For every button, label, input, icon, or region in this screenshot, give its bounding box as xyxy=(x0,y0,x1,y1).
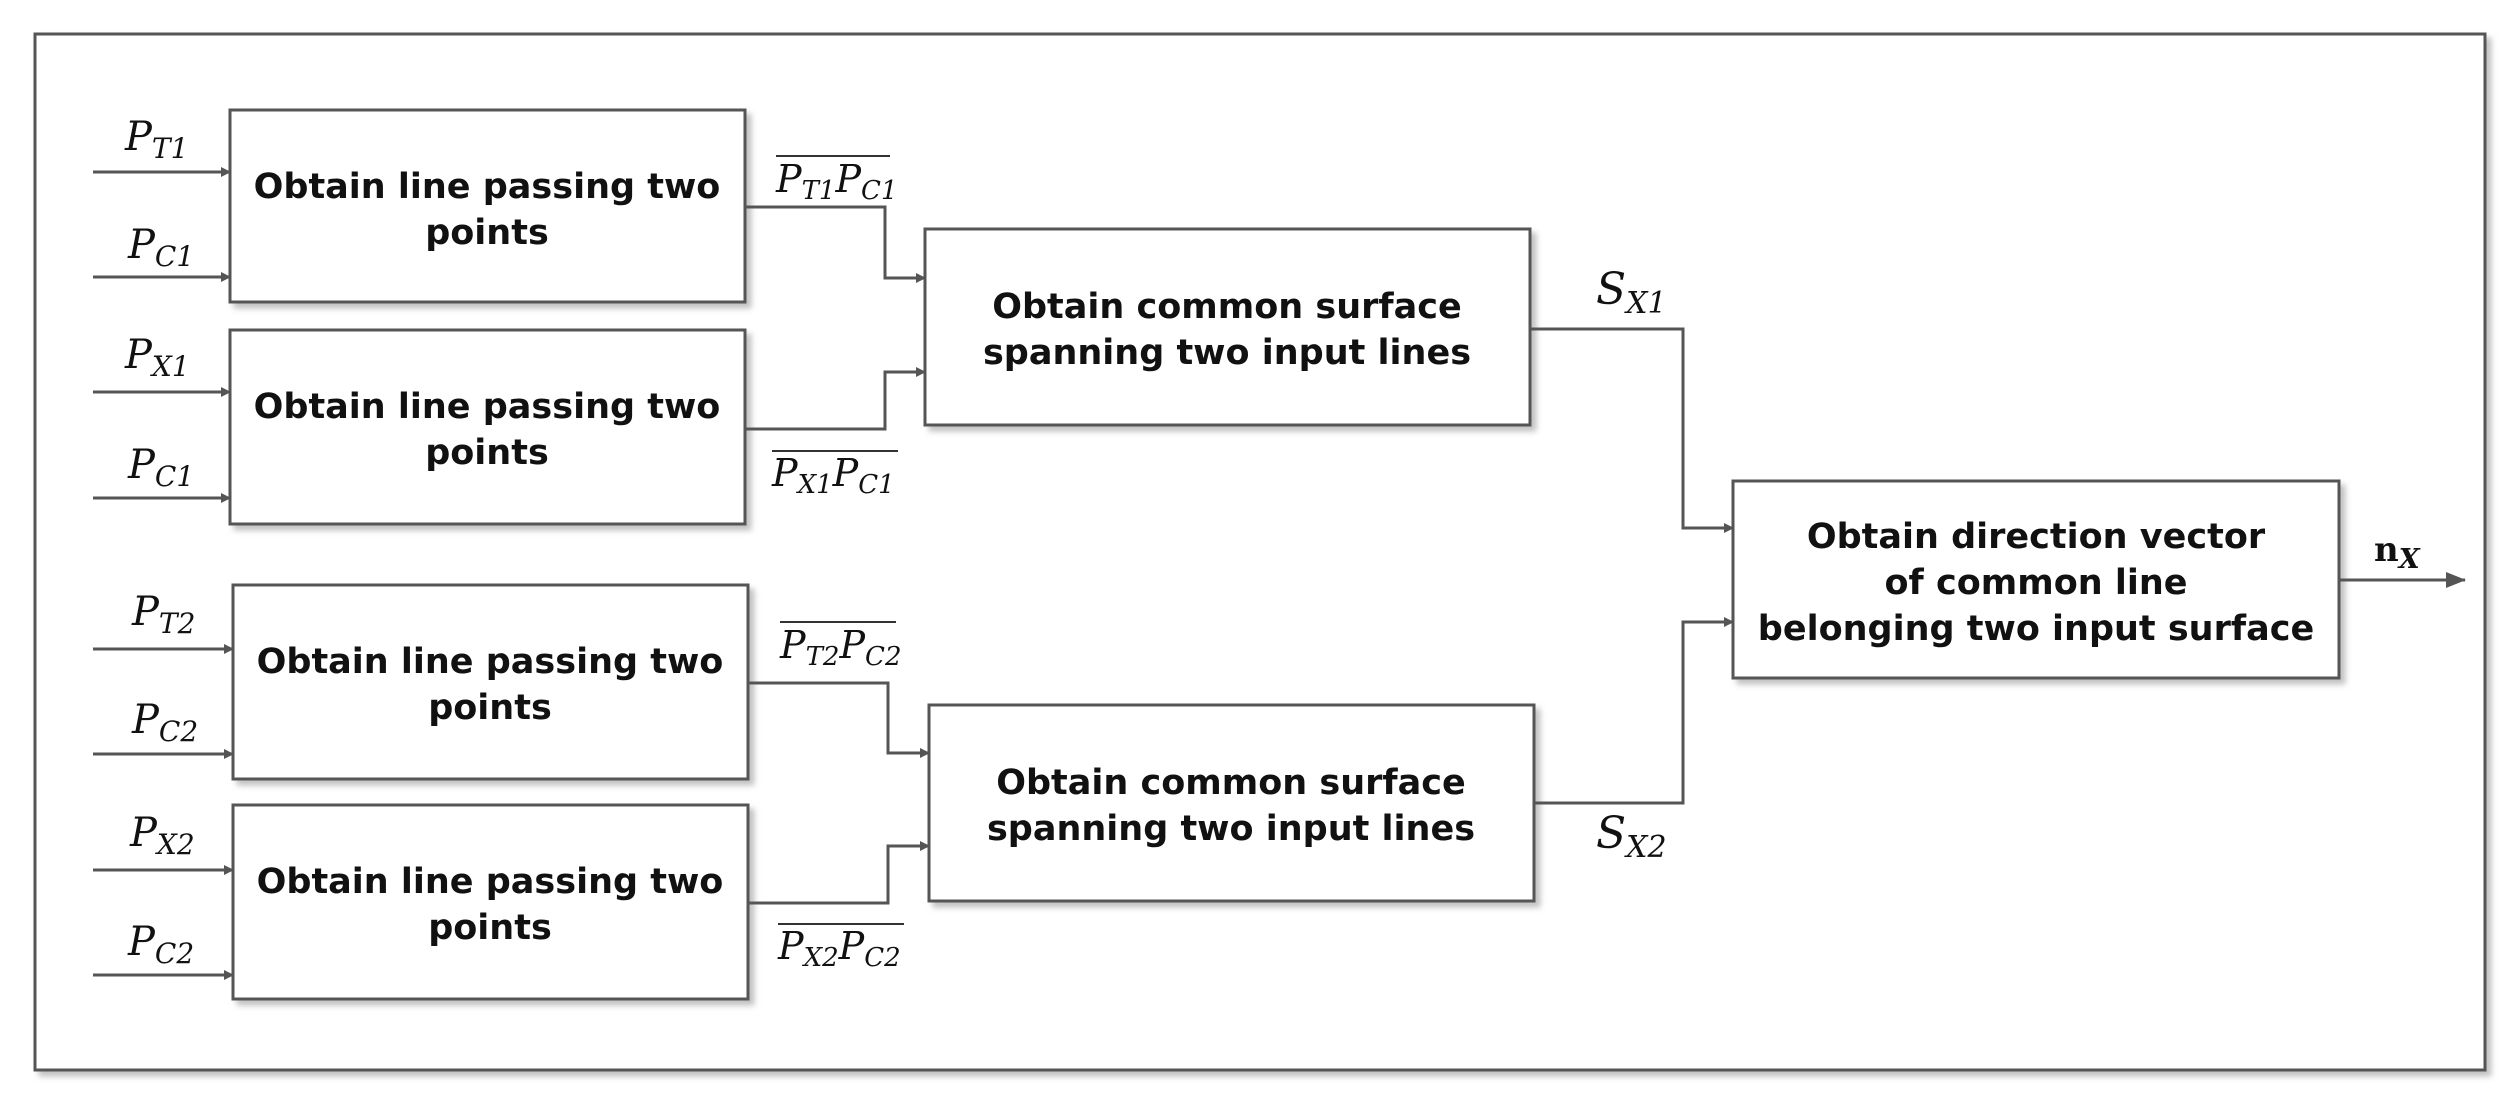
line-block-3-label-line2: points xyxy=(428,688,552,728)
label-segment-px1pc1: PX1PC1 xyxy=(771,450,898,500)
label-segment-px2pc2: PX2PC2 xyxy=(777,923,904,973)
line-block-4-label-line2: points xyxy=(428,908,552,948)
label-pc2a: PC2 xyxy=(131,697,198,748)
connector-line1-to-surface1 xyxy=(745,205,926,283)
line-block-2-label-line1: Obtain line passing two xyxy=(254,387,721,427)
label-pt2: PT2 xyxy=(131,589,195,640)
direction-block-label-line2: of common line xyxy=(1885,563,2188,603)
label-output-nx: nX xyxy=(2374,530,2421,575)
label-pt1: PT1 xyxy=(124,114,188,165)
direction-block-label-line3: belonging two input surface xyxy=(1758,609,2314,649)
label-pc2b: PC2 xyxy=(127,919,194,970)
connector-line2-to-surface1 xyxy=(745,367,926,431)
svg-text:PX1PC1: PX1PC1 xyxy=(771,451,895,500)
connector-line3-to-surface2 xyxy=(748,681,930,758)
surface-block-1-label-line2: spanning two input lines xyxy=(983,333,1471,373)
label-sx2: SX2 xyxy=(1596,808,1667,865)
surface-block-2-label-line2: spanning two input lines xyxy=(987,809,1475,849)
connector-line4-to-surface2 xyxy=(748,841,930,905)
line-block-3: Obtain line passing two points xyxy=(231,583,750,781)
svg-text:PT1PC1: PT1PC1 xyxy=(775,157,897,206)
line-block-1: Obtain line passing two points xyxy=(228,108,747,304)
line-block-2-label-line2: points xyxy=(425,433,549,473)
line-block-3-label-line1: Obtain line passing two xyxy=(257,642,724,682)
line-block-1-label-line1: Obtain line passing two xyxy=(254,167,721,207)
line-block-4-label-line1: Obtain line passing two xyxy=(257,862,724,902)
svg-text:PX2PC2: PX2PC2 xyxy=(777,924,901,973)
direction-block-label-line1: Obtain direction vector xyxy=(1807,517,2266,557)
label-sx1: SX1 xyxy=(1596,264,1667,321)
line-block-1-label-line2: points xyxy=(425,213,549,253)
label-pc1b: PC1 xyxy=(127,442,194,493)
label-px2: PX2 xyxy=(129,810,195,861)
direction-block: Obtain direction vector of common line b… xyxy=(1731,479,2341,680)
surface-block-2: Obtain common surface spanning two input… xyxy=(927,703,1536,903)
label-segment-pt2pc2: PT2PC2 xyxy=(779,621,901,672)
label-segment-pt1pc1: PT1PC1 xyxy=(775,155,897,206)
surface-block-1: Obtain common surface spanning two input… xyxy=(923,227,1532,427)
line-block-4: Obtain line passing two points xyxy=(231,803,750,1001)
label-pc1a: PC1 xyxy=(127,222,194,273)
connector-surface1-to-direction xyxy=(1530,327,1734,533)
line-block-2: Obtain line passing two points xyxy=(228,328,747,526)
surface-block-2-label-line1: Obtain common surface xyxy=(996,763,1465,803)
connector-surface2-to-direction xyxy=(1534,617,1734,805)
label-px1: PX1 xyxy=(124,332,190,383)
surface-block-1-label-line1: Obtain common surface xyxy=(992,287,1461,327)
svg-text:PT2PC2: PT2PC2 xyxy=(779,623,901,672)
